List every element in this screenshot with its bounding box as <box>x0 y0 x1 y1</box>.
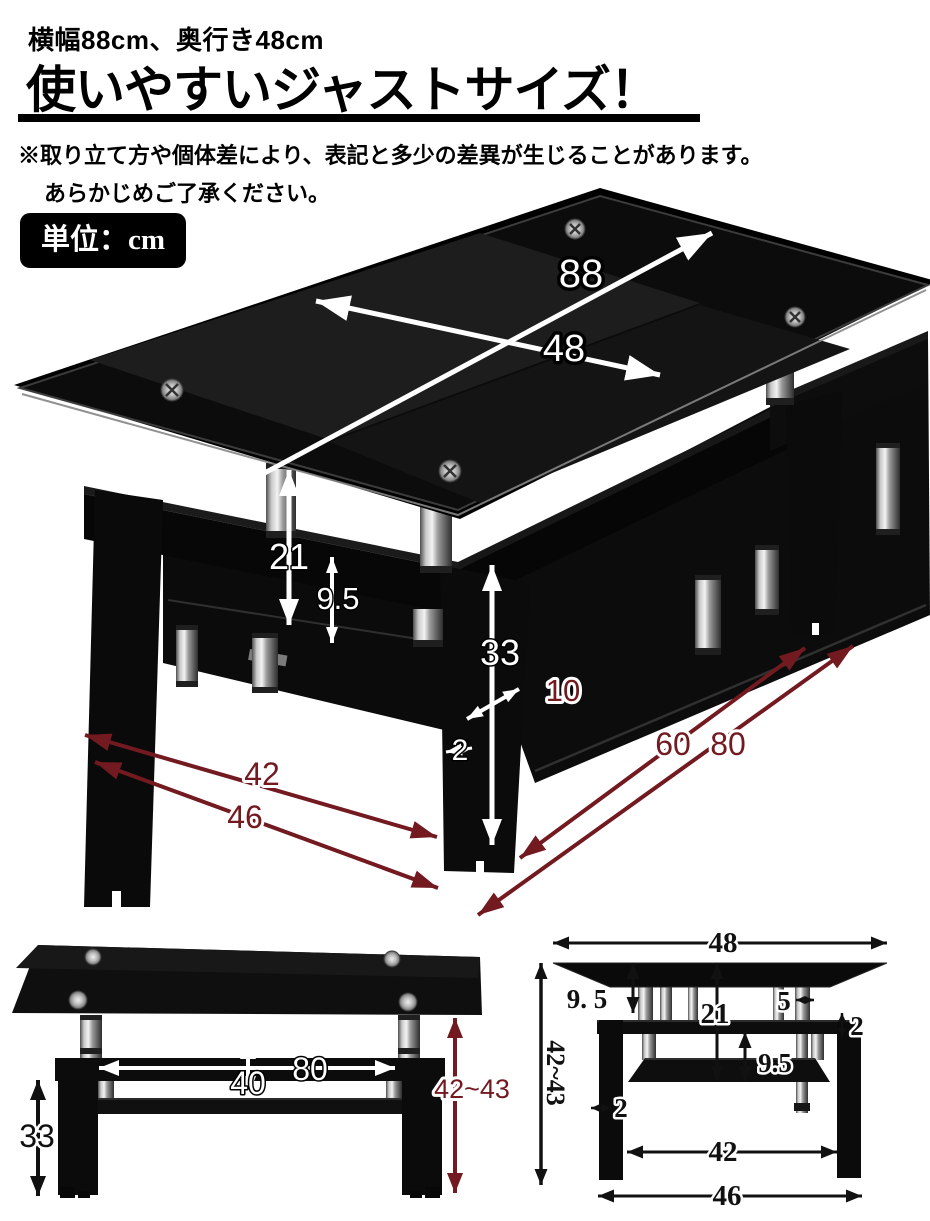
dim-legs-inner-depth: 42 <box>709 1136 738 1168</box>
dim-shelf-gap: 9.5 <box>316 581 359 616</box>
screw-cap-icon <box>398 992 418 1012</box>
dim-top-depth: 48 <box>709 927 738 959</box>
page-title: 使いやすいジャストサイズ！ <box>26 62 660 118</box>
left-beam-face <box>84 494 458 615</box>
dim-glass-to-shelf: 21 <box>701 998 730 1030</box>
arrow-top-depth <box>315 295 661 381</box>
dimension-arrows <box>84 230 855 917</box>
table-leg <box>402 1081 442 1198</box>
dim-pillar-width: 5 <box>777 986 791 1016</box>
screw-cap-icon <box>383 950 401 968</box>
chrome-pillar <box>252 633 278 693</box>
chrome-pillar <box>386 1081 402 1100</box>
note-line-2: あらかじめご了承ください。 <box>44 181 331 206</box>
chrome-pillar <box>695 575 721 655</box>
chrome-pillar <box>688 979 698 1021</box>
table-leg <box>84 490 163 907</box>
frame-beam <box>597 1020 850 1034</box>
dim-legs-outer-depth: 46 <box>713 1180 742 1212</box>
screw-cap-icon <box>784 306 806 328</box>
chrome-pillar <box>176 625 198 687</box>
table-leg <box>786 391 842 635</box>
screw-cap-icon <box>68 990 88 1010</box>
dim-legs-inner-length: 60 <box>655 726 691 762</box>
title-underline <box>18 114 700 122</box>
dim-total-height: 42~43 <box>541 1040 570 1106</box>
chrome-pillar <box>876 443 900 535</box>
screw-cap-icon <box>84 948 102 966</box>
subtitle: 横幅88cm、奥行き48cm <box>28 25 324 55</box>
note-line-1: ※取り立て方や個体差により、表記と多少の差異が生じることがあります。 <box>18 143 763 168</box>
chrome-pillar <box>660 977 672 1022</box>
dim-legs-outer-width: 46 <box>227 799 263 835</box>
left-shelf-edge <box>167 599 445 644</box>
chrome-pillar <box>98 1081 114 1100</box>
screw-cap-icon <box>438 459 462 483</box>
dim-leg-thickness: 2 <box>452 734 469 767</box>
front-view-table <box>12 945 482 1198</box>
dim-leg-thickness: 2 <box>614 1093 628 1123</box>
screw-cap-icon <box>160 378 184 402</box>
dim-legs-outer-length: 80 <box>710 726 746 762</box>
chrome-pillar <box>642 1034 656 1060</box>
arrow-leg-thickness <box>445 743 473 757</box>
lower-shelf <box>96 1098 402 1114</box>
lower-shelf <box>628 1058 830 1082</box>
table-leg <box>58 1081 98 1198</box>
dim-glass-to-shelf: 21 <box>269 536 309 577</box>
chrome-pillar <box>811 1034 824 1060</box>
side-view-diagram: 48 9. 5 21 5 2 9.5 2 42~43 42 46 <box>534 925 888 1215</box>
front-beam-face <box>458 403 800 608</box>
dim-leg-height: 33 <box>480 632 520 673</box>
chrome-pillar <box>755 545 779 615</box>
chrome-pillar <box>398 1015 420 1060</box>
chrome-pillar <box>80 1015 102 1060</box>
dim-leg-height: 33 <box>19 1118 55 1154</box>
arrow-legs-outer-length <box>476 644 855 917</box>
dim-glass-overhang: 9. 5 <box>567 984 608 1014</box>
table-leg <box>440 565 530 873</box>
chrome-pillar <box>773 977 784 1021</box>
dimension-arrows <box>30 1018 463 1196</box>
main-product-view: 88 48 21 9.5 33 10 2 42 46 60 80 <box>14 188 930 917</box>
dim-legs-inner-width: 42 <box>244 756 280 792</box>
right-beam-top <box>770 331 928 407</box>
screw-cap-icon <box>564 218 586 240</box>
dim-total-height: 42~43 <box>434 1074 510 1104</box>
dim-under-glass-clearance: 40 <box>230 1065 266 1101</box>
dim-shelf-gap: 9.5 <box>758 1048 792 1078</box>
chrome-pillar <box>413 609 443 647</box>
glass-sheen <box>16 945 480 978</box>
arrow-legs-outer-width <box>94 760 439 890</box>
dim-top-depth: 48 <box>543 328 585 370</box>
front-view-diagram: 33 80 40 42~43 <box>12 945 513 1198</box>
table-leg <box>837 1022 861 1178</box>
dim-top-width: 88 <box>559 252 604 296</box>
table-leg <box>599 1020 623 1180</box>
unit-badge: 単位：cm <box>20 213 186 268</box>
dim-legs-inner-width: 80 <box>292 1051 328 1087</box>
dim-leg-depth: 10 <box>546 673 580 708</box>
glass-edge-highlight <box>21 289 927 517</box>
dimension-arrows <box>534 936 887 1203</box>
dim-frame-thickness: 2 <box>850 1011 864 1041</box>
